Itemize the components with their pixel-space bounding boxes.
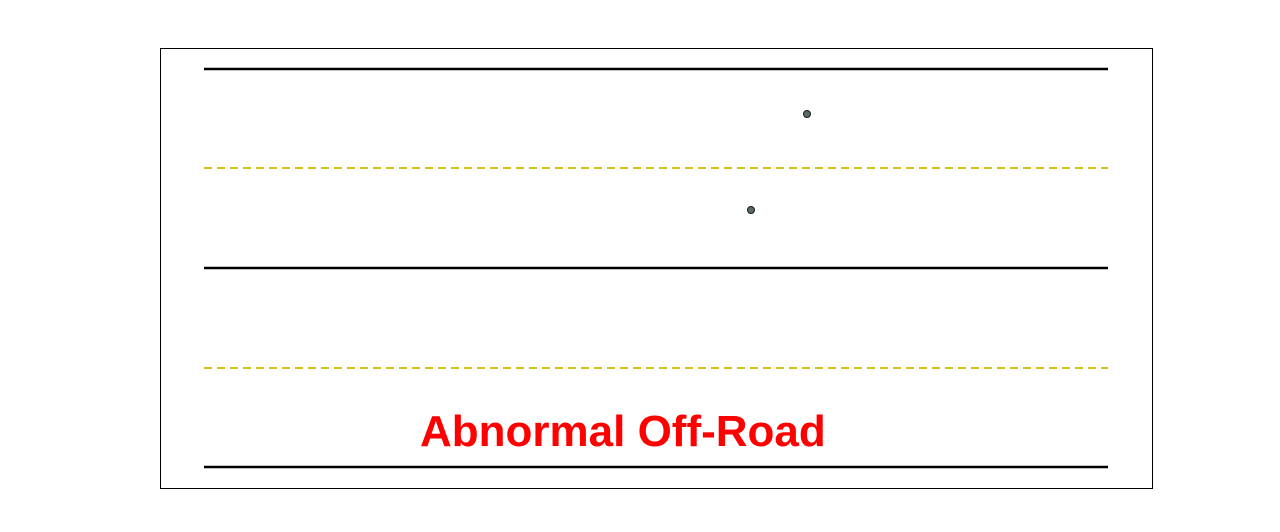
- vehicle-marker: [803, 110, 811, 118]
- vehicle-marker: [747, 206, 755, 214]
- status-label: Abnormal Off-Road: [420, 407, 826, 456]
